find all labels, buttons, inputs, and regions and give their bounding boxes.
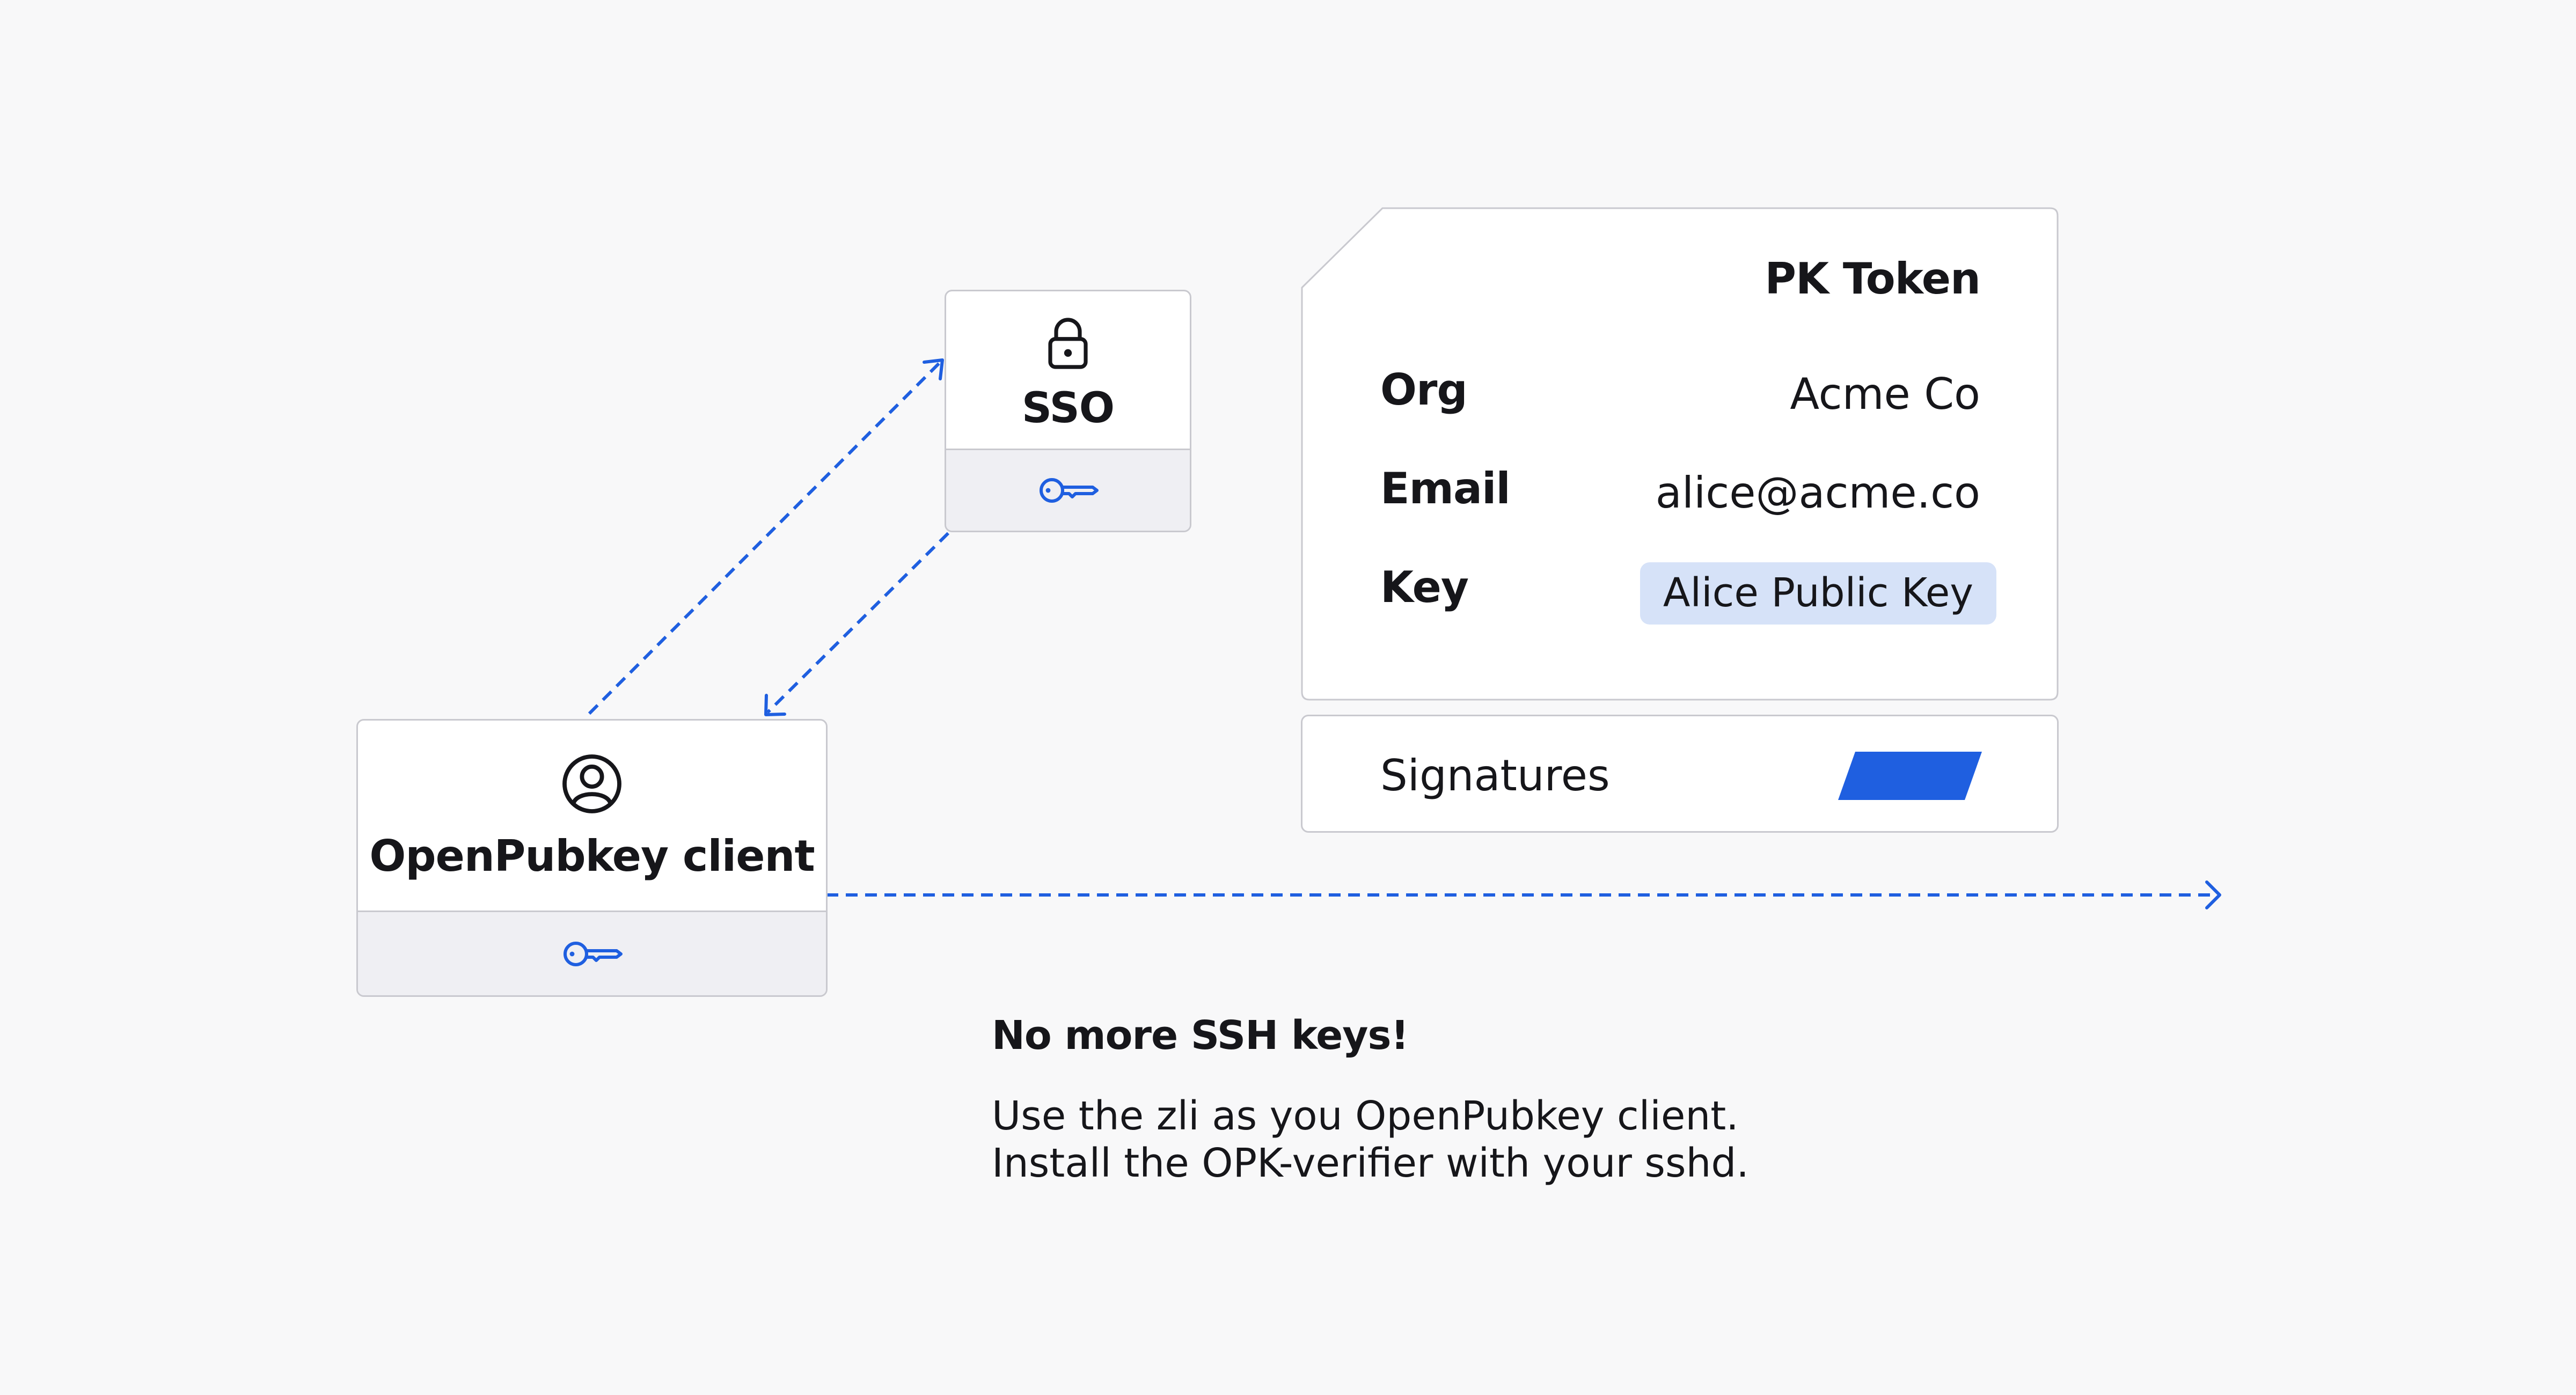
- email-label: Email: [1380, 464, 1511, 513]
- caption-heading: No more SSH keys!: [992, 1012, 1409, 1059]
- arrow-client-to-sso: [588, 361, 942, 715]
- org-label: Org: [1380, 365, 1468, 415]
- arrowhead-server: [2205, 880, 2221, 909]
- key-icon: [1040, 478, 1099, 503]
- client-label: OpenPubkey client: [369, 831, 815, 881]
- arrow-sso-to-client: [766, 504, 977, 714]
- client-key-section: [358, 911, 826, 995]
- key-icon: [564, 941, 623, 966]
- client-box: OpenPubkey client: [356, 719, 828, 997]
- org-value: Acme Co: [1790, 369, 1980, 419]
- arrowhead-client: [764, 694, 786, 716]
- sso-key-section: [946, 449, 1190, 531]
- lock-icon: [1048, 318, 1088, 369]
- signature-mark: [1838, 752, 1982, 800]
- arrowhead-sso: [923, 358, 944, 380]
- sso-label: SSO: [1021, 384, 1115, 432]
- key-value: Alice Public Key: [1663, 570, 1974, 616]
- email-value: alice@acme.co: [1655, 468, 1980, 518]
- signatures-label: Signatures: [1380, 751, 1610, 801]
- user-icon: [562, 754, 621, 813]
- key-value-highlight: [1640, 562, 1996, 625]
- caption-line-1: Use the zli as you OpenPubkey client.: [992, 1093, 1739, 1139]
- signatures-box: Signatures: [1301, 715, 2059, 833]
- key-label: Key: [1380, 562, 1469, 612]
- pk-token-title: PK Token: [1765, 254, 1981, 304]
- caption-line-2: Install the OPK-verifier with your sshd.: [992, 1140, 1749, 1186]
- sso-box: SSO: [945, 290, 1191, 532]
